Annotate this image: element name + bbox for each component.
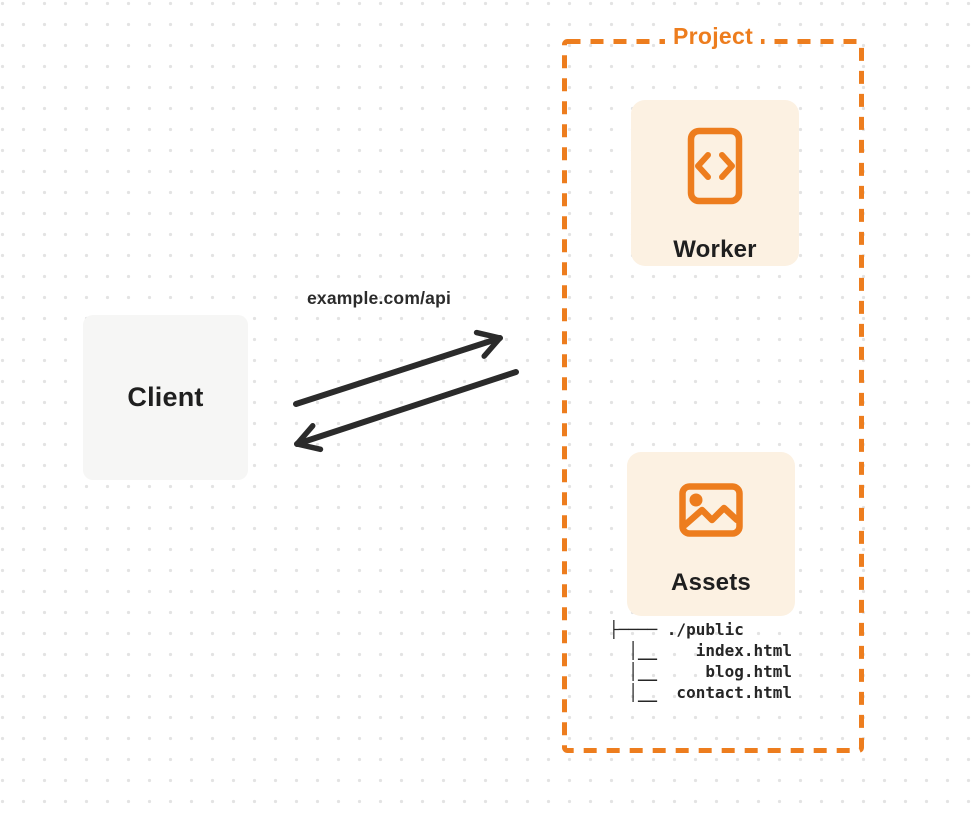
project-label: Project [664, 23, 762, 50]
image-icon [679, 483, 743, 537]
assets-label: Assets [671, 569, 751, 596]
assets-node: Assets [627, 452, 795, 616]
worker-node: Worker [631, 100, 799, 266]
response-arrow [294, 369, 519, 453]
project-boundary: Project [562, 23, 864, 753]
request-arrow [293, 329, 503, 407]
worker-label: Worker [673, 236, 757, 263]
request-url-label: example.com/api [307, 288, 452, 308]
client-node: Client [83, 315, 248, 480]
client-label: Client [127, 382, 204, 412]
code-icon [687, 127, 743, 205]
file-tree: ├──── ./public │__ index.html │__ blog.h… [609, 620, 793, 702]
